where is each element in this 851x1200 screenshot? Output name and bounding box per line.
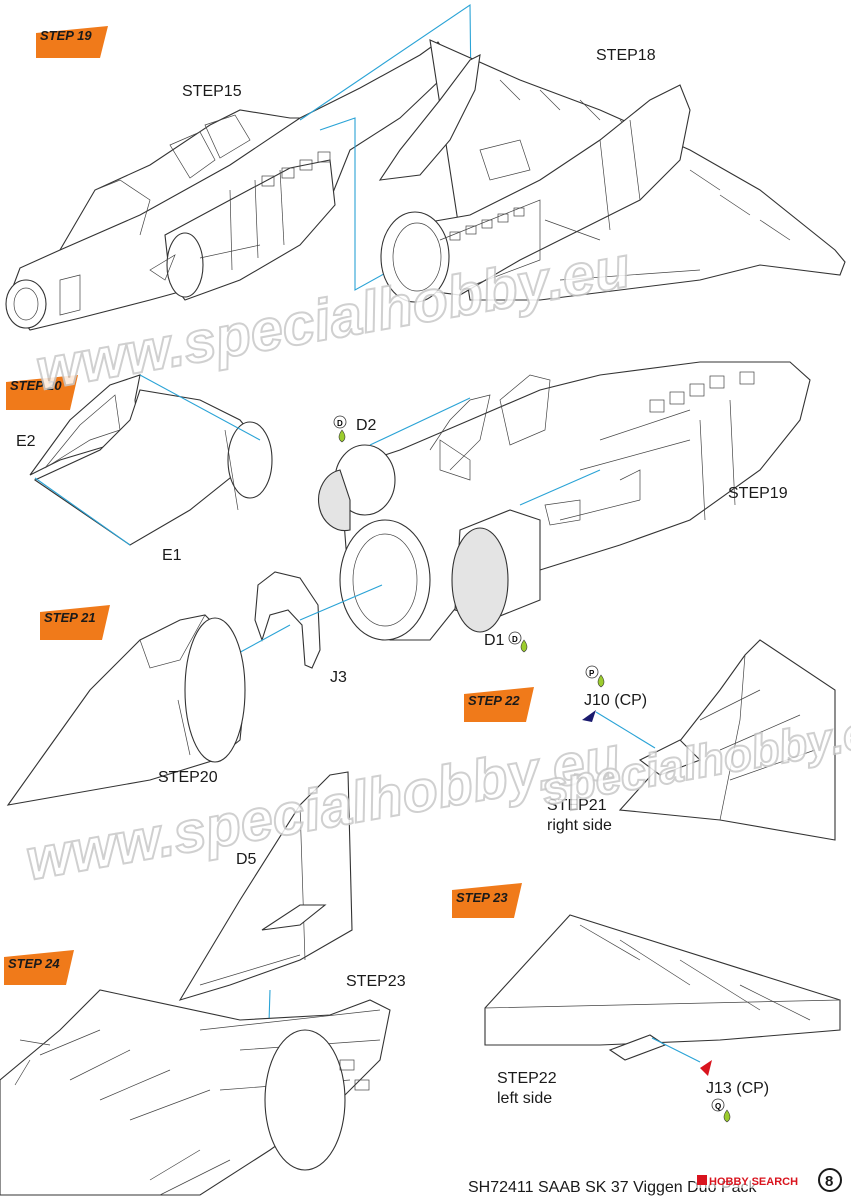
step-20-tag-flag	[6, 375, 78, 410]
e2-label: E2	[16, 433, 36, 450]
step20-label: STEP20	[158, 769, 218, 786]
j13-red-part	[700, 1060, 712, 1076]
step22-label-line2: left side	[497, 1090, 552, 1107]
step-19-tag: STEP 19	[40, 28, 92, 43]
paint-drop-j10: P	[585, 665, 605, 688]
step-20-panel: STEP 20 E2 E1	[6, 374, 273, 564]
step-22-tag: STEP 22	[468, 693, 520, 708]
footer-product-line: SH72411 SAAB SK 37 Viggen Duo Pack	[468, 1179, 757, 1196]
page-number: 8	[825, 1173, 833, 1190]
step-20-tag: STEP 20	[10, 378, 62, 393]
right-wing-drawing	[618, 639, 836, 841]
guide-line-j13	[651, 1037, 701, 1063]
guide-line-e1	[34, 477, 131, 546]
step21-label-line1: STEP21	[547, 797, 607, 814]
paint-drop-j13: Q	[711, 1098, 731, 1123]
forward-fuselage-drawing	[5, 41, 446, 331]
rear-airframe-drawing	[0, 989, 391, 1196]
guide-line-j3	[234, 584, 383, 656]
d1-paint-code: D	[512, 635, 518, 644]
e1-label: E1	[162, 547, 182, 564]
step18-label: STEP18	[596, 47, 656, 64]
rear-fuselage-wing-drawing	[378, 39, 846, 303]
step-23-tag: STEP 23	[456, 890, 508, 905]
step-24-tag-flag	[4, 950, 74, 985]
d1-label: D1	[484, 632, 505, 649]
step-23-tag-flag	[452, 883, 522, 918]
j10-paint-code: P	[589, 669, 595, 678]
step-22-tag-flag	[464, 687, 534, 722]
guide-line-d1	[519, 469, 601, 506]
step-22-panel: STEP 22 P J10 (CP) STEP21 right side	[464, 639, 836, 841]
page-number-badge	[818, 1168, 842, 1192]
fin-d5-drawing	[178, 771, 353, 1001]
left-wing-drawing	[484, 914, 841, 1061]
step23-label: STEP23	[346, 973, 406, 990]
d2-paint-code: D	[337, 419, 343, 428]
guide-line-j10	[595, 711, 656, 749]
d5-label: D5	[236, 851, 257, 868]
step-19-tag-flag	[36, 26, 108, 58]
step-21-panel: STEP 21 STEP20	[6, 605, 246, 806]
step-21-tag: STEP 21	[44, 610, 96, 625]
step21-label-line2: right side	[547, 817, 612, 834]
hobbysearch-logo: HOBBY SEARCH	[695, 1172, 811, 1188]
j10-clear-part	[582, 710, 596, 722]
cockpit-fuselage-drawing	[317, 361, 811, 641]
guide-line-e2	[139, 374, 261, 441]
step-24-tag: STEP 24	[8, 956, 60, 971]
step-21-tag-flag	[40, 605, 110, 640]
j3-label: J3	[330, 669, 347, 686]
step-24-panel: STEP 24 D5 STEP23	[0, 771, 406, 1196]
j13-label: J13 (CP)	[706, 1080, 769, 1097]
canopy-drawing	[29, 374, 273, 546]
paint-drop-d2: D	[333, 415, 347, 443]
paint-drop-d1: D	[508, 631, 528, 653]
step19-label: STEP19	[728, 485, 788, 502]
step15-label: STEP15	[182, 83, 242, 100]
step-19-panel: STEP 19 STEP15	[5, 3, 846, 331]
nose-cone-drawing	[6, 614, 246, 806]
j13-paint-code: Q	[715, 1102, 721, 1111]
hobbysearch-text: HOBBY SEARCH	[709, 1176, 798, 1188]
step22-label-line1: STEP22	[497, 1070, 557, 1087]
step-23-panel: STEP 23 J13 (CP) Q STEP22 left side	[452, 883, 841, 1123]
step-19-detail: D D2 STEP19 D1 D	[317, 361, 811, 653]
d2-label: D2	[356, 417, 377, 434]
j10-label: J10 (CP)	[584, 692, 647, 709]
j3-part: J3	[234, 571, 383, 686]
guide-line-d2	[369, 397, 471, 446]
